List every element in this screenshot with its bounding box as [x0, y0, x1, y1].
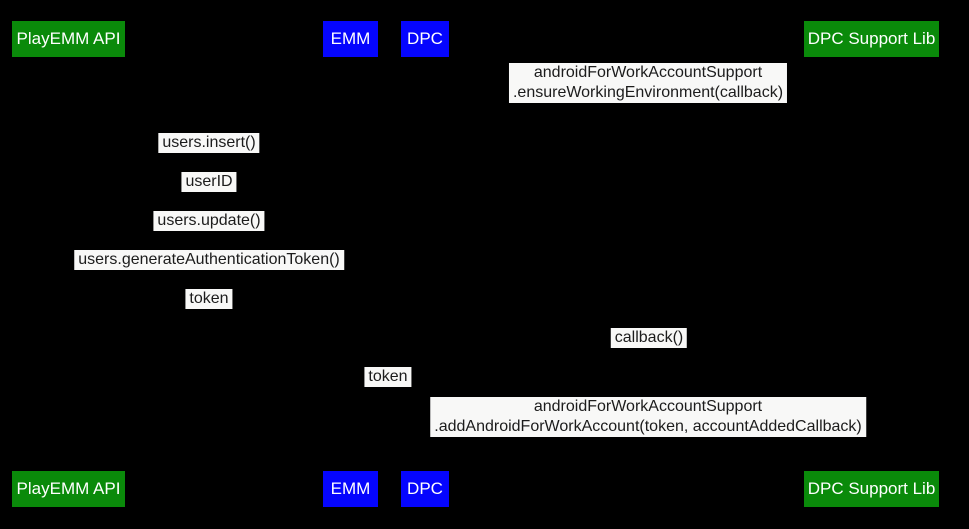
actor-box-dpc-top: DPC: [401, 21, 449, 57]
actor-box-dpc-support-lib-bottom: DPC Support Lib: [804, 471, 939, 507]
message-text-line: androidForWorkAccountSupport: [533, 398, 763, 415]
actor-box-emm-bottom: EMM: [323, 471, 378, 507]
message-text-line: token: [368, 368, 408, 385]
message-label-users-insert: users.insert(): [158, 133, 260, 153]
message-text-line: token: [189, 290, 229, 307]
message-label-user-id: userID: [181, 172, 237, 192]
message-text-line: androidForWorkAccountSupport: [533, 64, 763, 81]
message-label-users-update: users.update(): [153, 211, 265, 231]
actor-box-emm-top: EMM: [323, 21, 378, 57]
actor-box-dpc-bottom: DPC: [401, 471, 449, 507]
message-label-users-generate-auth-token: users.generateAuthenticationToken(): [74, 250, 344, 270]
message-label-ensure-working-environment: androidForWorkAccountSupport .ensureWorki…: [508, 63, 788, 103]
actor-box-playemm-api-bottom: PlayEMM API: [12, 471, 125, 507]
message-text-line: users.generateAuthenticationToken(): [78, 251, 340, 268]
message-label-add-android-for-work-account: androidForWorkAccountSupport .addAndroidF…: [430, 397, 866, 437]
message-text-line: userID: [185, 173, 233, 190]
message-text-line: .addAndroidForWorkAccount(token, account…: [434, 418, 862, 435]
actor-box-playemm-api-top: PlayEMM API: [12, 21, 125, 57]
message-label-callback: callback(): [610, 328, 688, 348]
message-label-token-to-dpc: token: [364, 367, 412, 387]
message-text-line: users.insert(): [162, 134, 256, 151]
message-text-line: users.update(): [157, 212, 261, 229]
message-text-line: .ensureWorkingEnvironment(callback): [512, 84, 784, 101]
message-label-token-to-emm: token: [185, 289, 233, 309]
message-text-line: callback(): [614, 329, 684, 346]
actor-box-dpc-support-lib-top: DPC Support Lib: [804, 21, 939, 57]
